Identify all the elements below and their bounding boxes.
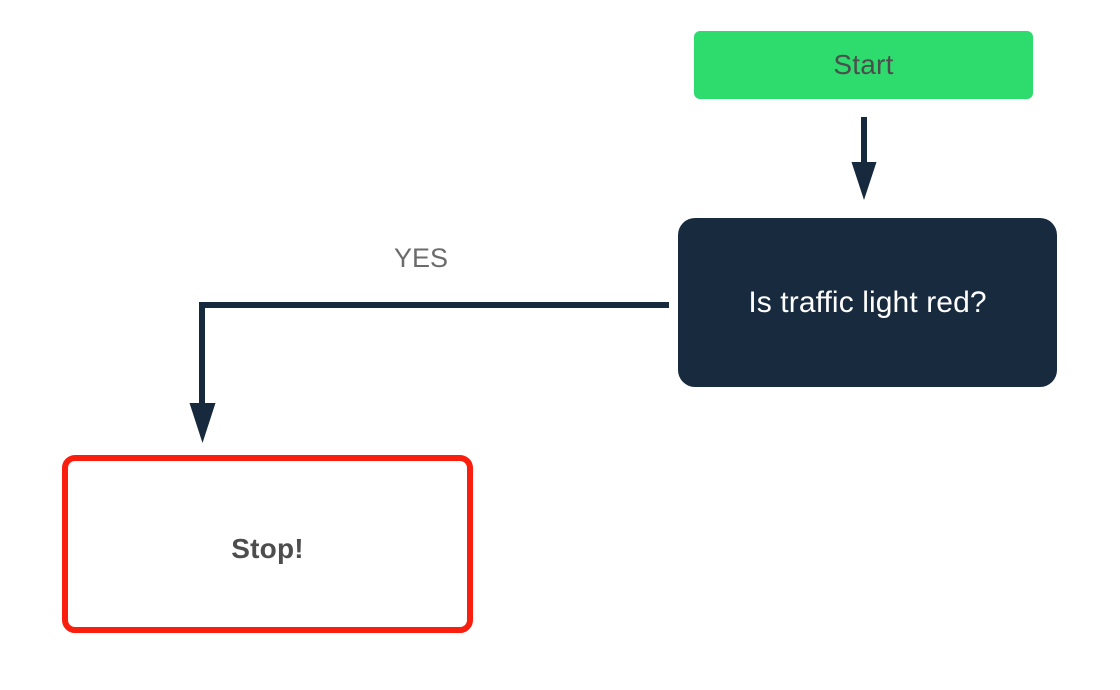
node-decision-label: Is traffic light red?: [748, 285, 987, 319]
node-start-label: Start: [833, 49, 894, 80]
edge-decision-to-stop-horizontal: [199, 302, 669, 308]
edge-start-to-decision-arrowhead: [851, 162, 877, 200]
edge-start-to-decision-shaft: [861, 117, 867, 164]
node-stop[interactable]: Stop!: [62, 455, 473, 633]
edge-decision-to-stop: [189, 302, 669, 443]
node-decision[interactable]: Is traffic light red?: [678, 218, 1057, 387]
edge-decision-to-stop-arrowhead: [189, 403, 216, 443]
edge-start-to-decision: [851, 117, 877, 200]
edge-label-yes: YES: [394, 243, 449, 273]
edge-decision-to-stop-vertical: [199, 302, 205, 405]
node-start[interactable]: Start: [694, 31, 1033, 99]
node-stop-label: Stop!: [231, 533, 304, 564]
